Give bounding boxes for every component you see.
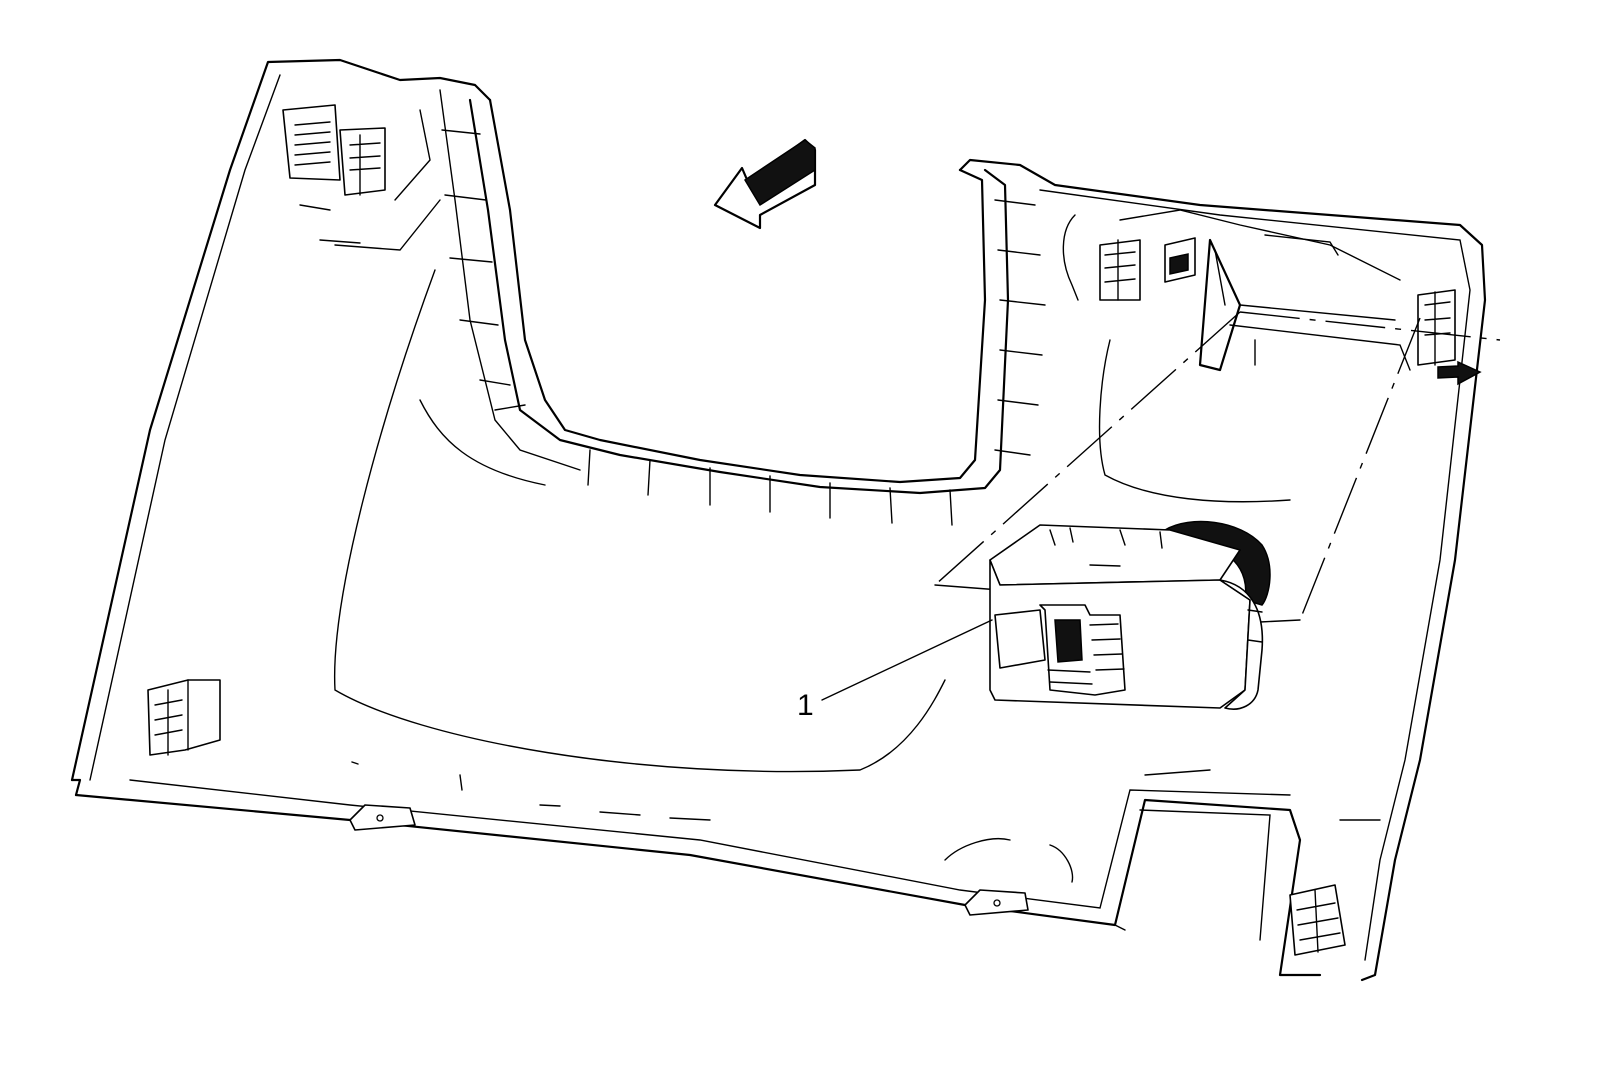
release-arrow-icon (1437, 360, 1482, 386)
headlamp-switch (989, 520, 1271, 710)
callout-1: 1 (797, 619, 993, 722)
callout-label: 1 (797, 689, 814, 722)
retainer-clip-top-left (282, 104, 386, 196)
installation-guide-lines (934, 311, 1501, 623)
mounting-tab-left (349, 804, 416, 831)
mounting-tab-center (964, 889, 1029, 916)
retainer-clip-bottom-right (1289, 884, 1346, 956)
retainer-clip-right (1417, 289, 1456, 366)
retainer-clip-upper-right (1099, 237, 1196, 301)
forward-arrow-icon (713, 138, 817, 230)
retainer-clip-bottom-left (147, 679, 221, 756)
trim-panel (70, 58, 1487, 982)
switch-mounting-frame (1198, 238, 1411, 372)
